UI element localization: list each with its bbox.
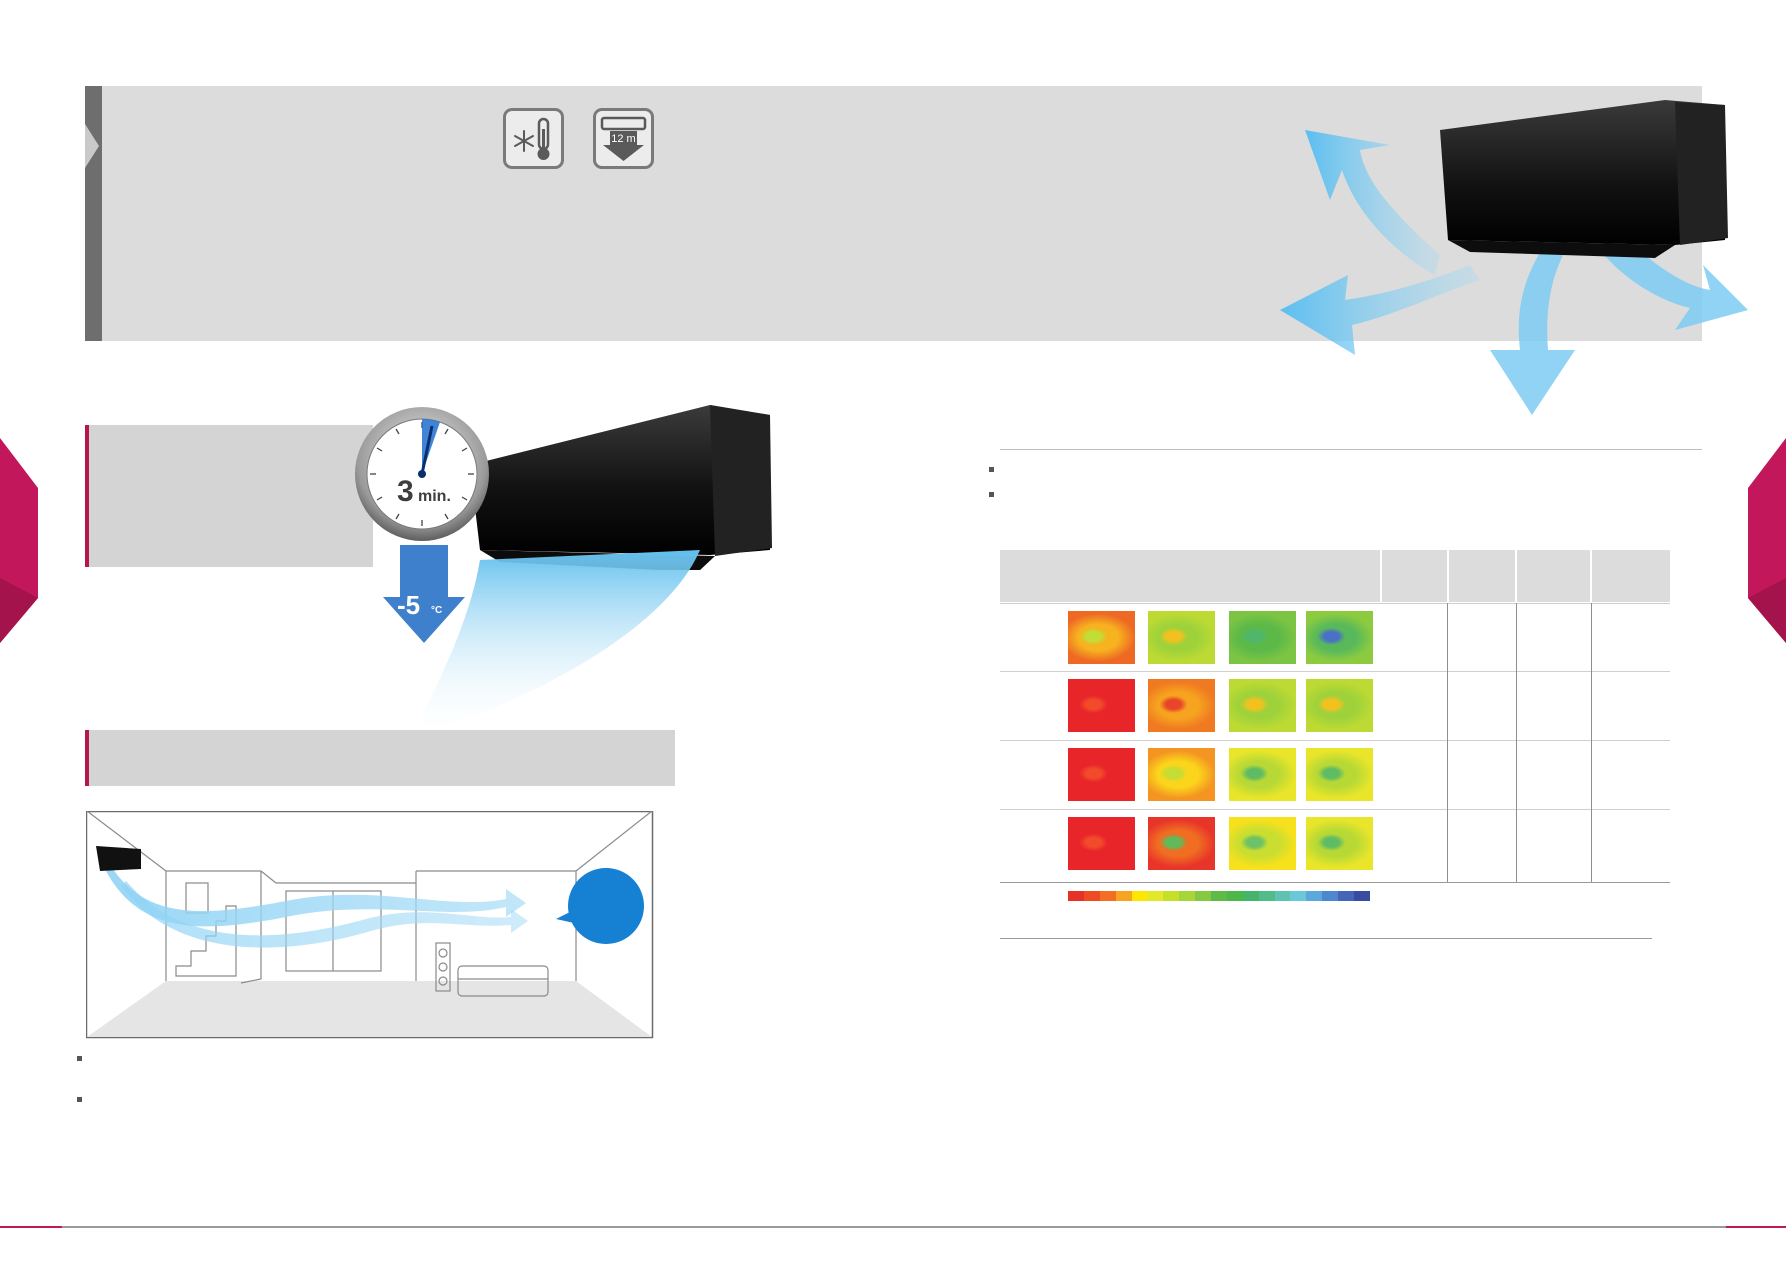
header-notch (85, 124, 99, 168)
heatmap-cell (1148, 679, 1215, 732)
scale-swatch (1258, 891, 1275, 901)
scale-swatch (1083, 891, 1100, 901)
table-row-divider (1000, 671, 1670, 672)
table-column-divider (1447, 603, 1448, 882)
air-conditioner-unit (1440, 100, 1725, 245)
left-side-tab (0, 438, 38, 643)
bullet-marker (989, 492, 994, 497)
scale-swatch (1068, 891, 1084, 901)
long-airflow-title-box (85, 730, 675, 786)
scale-swatch (1354, 891, 1370, 901)
footer-accent-left (0, 1226, 62, 1228)
table-column-divider (1516, 603, 1517, 882)
airflow-12m-icon: 12 m (593, 108, 654, 169)
right-side-tab (1748, 438, 1786, 643)
timer-number: 3 (397, 475, 414, 508)
heatmap-cell (1148, 611, 1215, 664)
column-separator (1590, 550, 1592, 602)
heatmap-cell (1229, 679, 1296, 732)
scale-swatch (1163, 891, 1180, 901)
four-way-airflow-illustration (1280, 100, 1748, 415)
cold-air-plume (410, 550, 700, 740)
heatmap-cell (1068, 611, 1135, 664)
heatmap-cell (1229, 817, 1296, 870)
heatmap-cell (1306, 748, 1373, 801)
table-row-divider (1000, 740, 1670, 741)
footer-rule (0, 1226, 1786, 1228)
table-bottom-rule (1000, 938, 1652, 939)
heatmap-cell (1306, 817, 1373, 870)
table-row-divider (1000, 603, 1670, 604)
scale-swatch (1179, 891, 1196, 901)
temperature-drop-unit: °C (431, 605, 442, 616)
fast-cooling-accent-rule (85, 425, 89, 567)
room-airflow-illustration (86, 811, 654, 1039)
scale-swatch (1242, 891, 1259, 901)
heatmap-cell (1148, 748, 1215, 801)
heatmap-cell (1306, 679, 1373, 732)
fast-cooling-title-box (85, 425, 373, 567)
airflow-arrow-down (1490, 230, 1575, 415)
snowflake-thermometer-icon (503, 108, 564, 169)
column-separator (1515, 550, 1517, 602)
scale-swatch (1290, 891, 1307, 901)
temperature-color-scale (1068, 891, 1370, 901)
section-divider (1000, 449, 1702, 450)
airflow-arrow-right (1600, 235, 1748, 330)
column-separator (1380, 550, 1382, 602)
bullet-marker (77, 1056, 82, 1061)
scale-swatch (1131, 891, 1148, 901)
footer-accent-right (1726, 1226, 1786, 1228)
heatmap-cell (1306, 611, 1373, 664)
scale-swatch (1226, 891, 1243, 901)
airflow-arrow-up-left (1305, 130, 1440, 275)
scale-swatch (1274, 891, 1291, 901)
heatmap-cell (1068, 679, 1135, 732)
heatmap-cell (1068, 748, 1135, 801)
column-separator (1447, 550, 1449, 602)
scale-swatch (1099, 891, 1116, 901)
scale-swatch (1147, 891, 1164, 901)
table-row-divider (1000, 809, 1670, 810)
heatmap-cell (1229, 748, 1296, 801)
heatmap-cell (1068, 817, 1135, 870)
long-airflow-accent-rule (85, 730, 89, 786)
scale-swatch (1195, 891, 1212, 901)
scale-swatch (1338, 891, 1355, 901)
temperature-drop-arrow: -5 °C (383, 545, 465, 643)
comparison-table-header (1000, 550, 1670, 602)
timer-unit: min. (418, 488, 451, 505)
heatmap-cell (1148, 817, 1215, 870)
scale-swatch (1211, 891, 1227, 901)
scale-swatch (1322, 891, 1339, 901)
stopwatch-icon: 3 min. (355, 407, 489, 541)
scale-swatch (1115, 891, 1132, 901)
airflow-distance-label: 12 m (611, 133, 635, 145)
table-row-divider (1000, 882, 1670, 883)
table-column-divider (1591, 603, 1592, 882)
bullet-marker (989, 467, 994, 472)
airflow-arrow-left (1280, 265, 1480, 355)
header-band (85, 86, 1702, 341)
bullet-marker (77, 1097, 82, 1102)
heatmap-cell (1229, 611, 1296, 664)
scale-swatch (1306, 891, 1323, 901)
temperature-drop-number: -5 (397, 590, 420, 620)
